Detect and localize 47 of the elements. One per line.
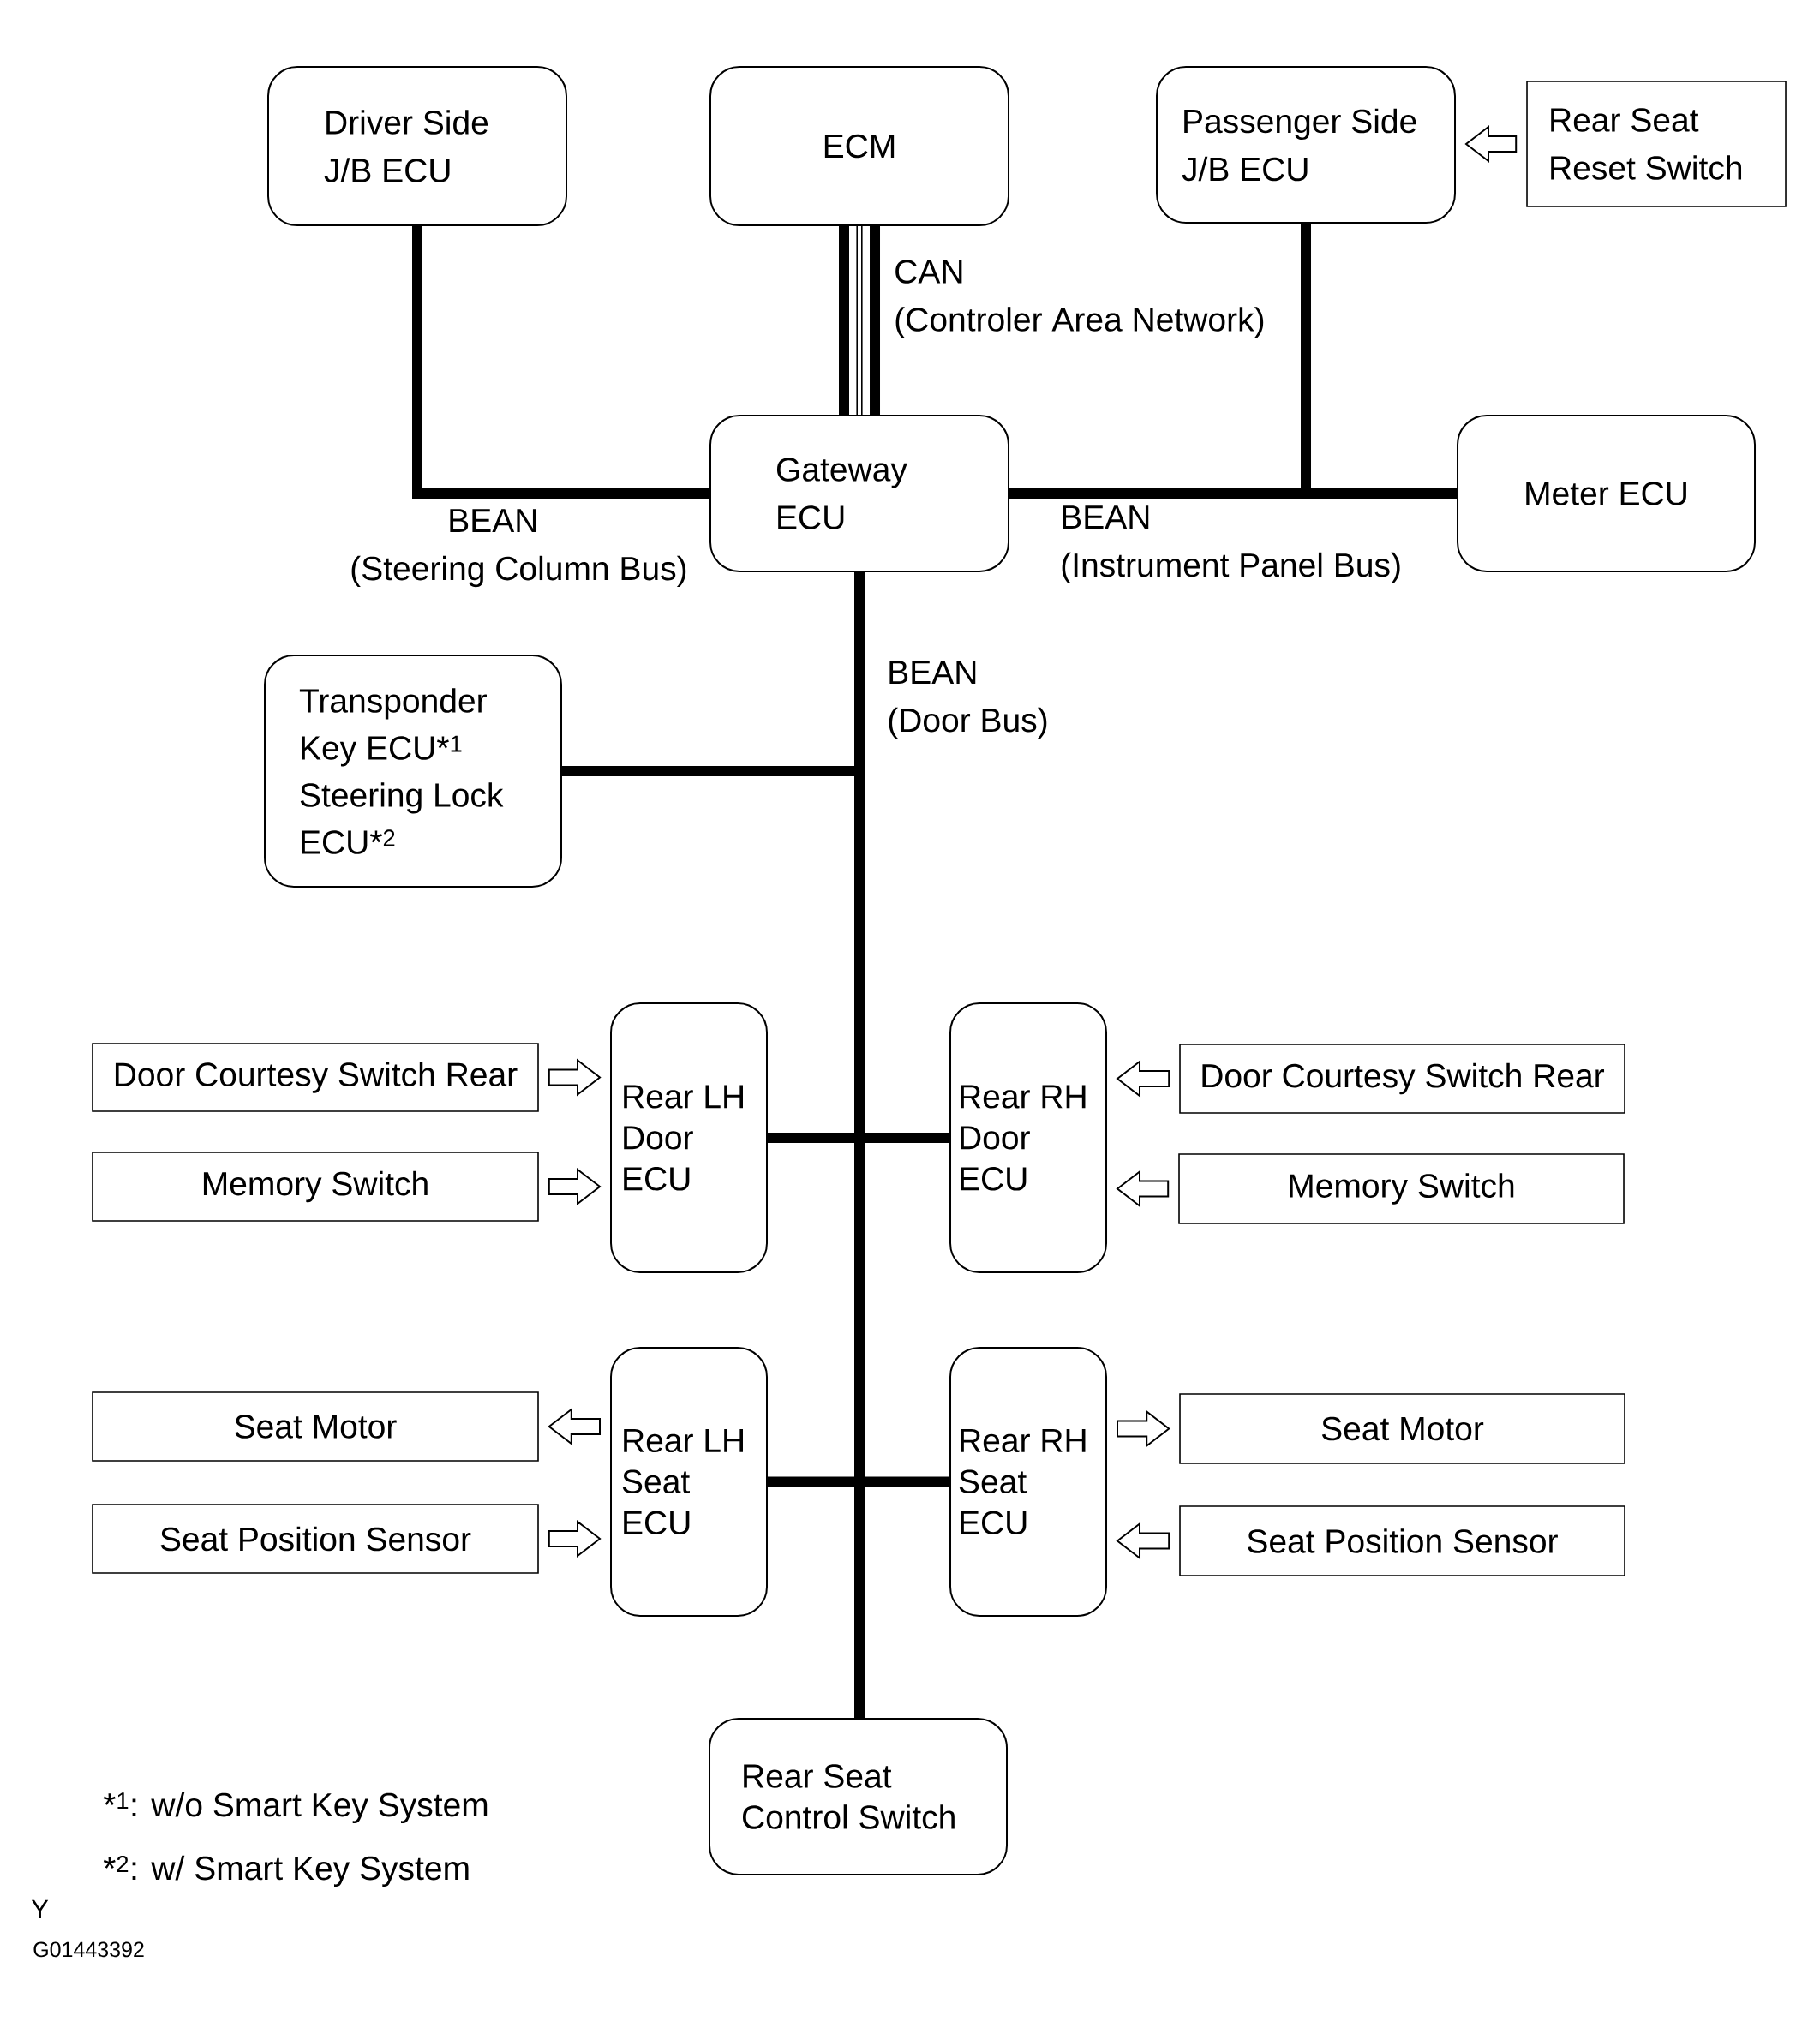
module-box: Rear Seat Control Switch — [709, 1718, 1008, 1875]
bus-line — [854, 572, 865, 1718]
footnote: *$^{2}$: w/ Smart Key System — [103, 1855, 469, 1887]
hollow-arrow — [548, 1167, 602, 1206]
component-box: Memory Switch — [92, 1152, 539, 1222]
edge-label: CAN (Controler Area Network) — [895, 260, 1264, 338]
hollow-arrow — [1116, 1059, 1170, 1098]
module-box: Rear RH Seat ECU — [949, 1347, 1107, 1617]
footnote: *$^{1}$: w/o Smart Key System — [103, 1792, 488, 1824]
bus-line — [1301, 224, 1311, 488]
component-box: Seat Motor — [92, 1391, 539, 1462]
module-box: Rear LH Door ECU — [610, 1002, 768, 1273]
module-box: Rear RH Door ECU — [949, 1002, 1107, 1273]
component-box: Seat Motor — [1179, 1393, 1625, 1464]
bus-line — [562, 766, 854, 776]
module-box: Driver Side J/B ECU — [267, 66, 567, 226]
hollow-arrow — [548, 1520, 602, 1558]
hollow-arrow — [548, 1408, 601, 1446]
module-box: Gateway ECU — [709, 415, 1009, 572]
hollow-arrow — [1116, 1522, 1170, 1560]
edge-label: BEAN (Door Bus) — [889, 661, 1047, 739]
edge-label: BEAN (Steering Column Bus) — [351, 509, 686, 588]
component-box: Rear Seat Reset Switch — [1526, 81, 1787, 207]
module-box: Transponder Key ECU*$^{1}$ Steering Lock ECU*$^{2}$ — [264, 655, 562, 888]
bus-line — [412, 226, 709, 499]
double-bus-line — [839, 226, 880, 415]
hollow-arrow — [1117, 1409, 1170, 1448]
component-box: Memory Switch — [1178, 1153, 1625, 1224]
component-box: Door Courtesy Switch Rear — [1179, 1044, 1625, 1114]
module-box: Passenger Side J/B ECU — [1156, 66, 1456, 224]
component-box: Seat Position Sensor — [1179, 1505, 1625, 1576]
bus-line — [1009, 488, 1457, 499]
component-box: Seat Position Sensor — [92, 1504, 539, 1574]
hollow-arrow — [1464, 124, 1518, 164]
figure-id: G01443392 — [33, 1941, 144, 1958]
component-box: Door Courtesy Switch Rear — [92, 1043, 539, 1112]
bus-line — [768, 1133, 854, 1143]
hollow-arrow — [1116, 1170, 1170, 1208]
module-box: Rear LH Seat ECU — [610, 1347, 768, 1617]
edge-label: BEAN (Instrument Panel Bus) — [1062, 506, 1400, 584]
figure-code: Y — [31, 1899, 49, 1918]
hollow-arrow — [548, 1058, 602, 1097]
bus-line — [768, 1476, 854, 1487]
module-box: ECM — [709, 66, 1009, 226]
bus-line — [865, 1476, 949, 1487]
module-box: Meter ECU — [1457, 415, 1756, 572]
bus-line — [865, 1133, 949, 1143]
